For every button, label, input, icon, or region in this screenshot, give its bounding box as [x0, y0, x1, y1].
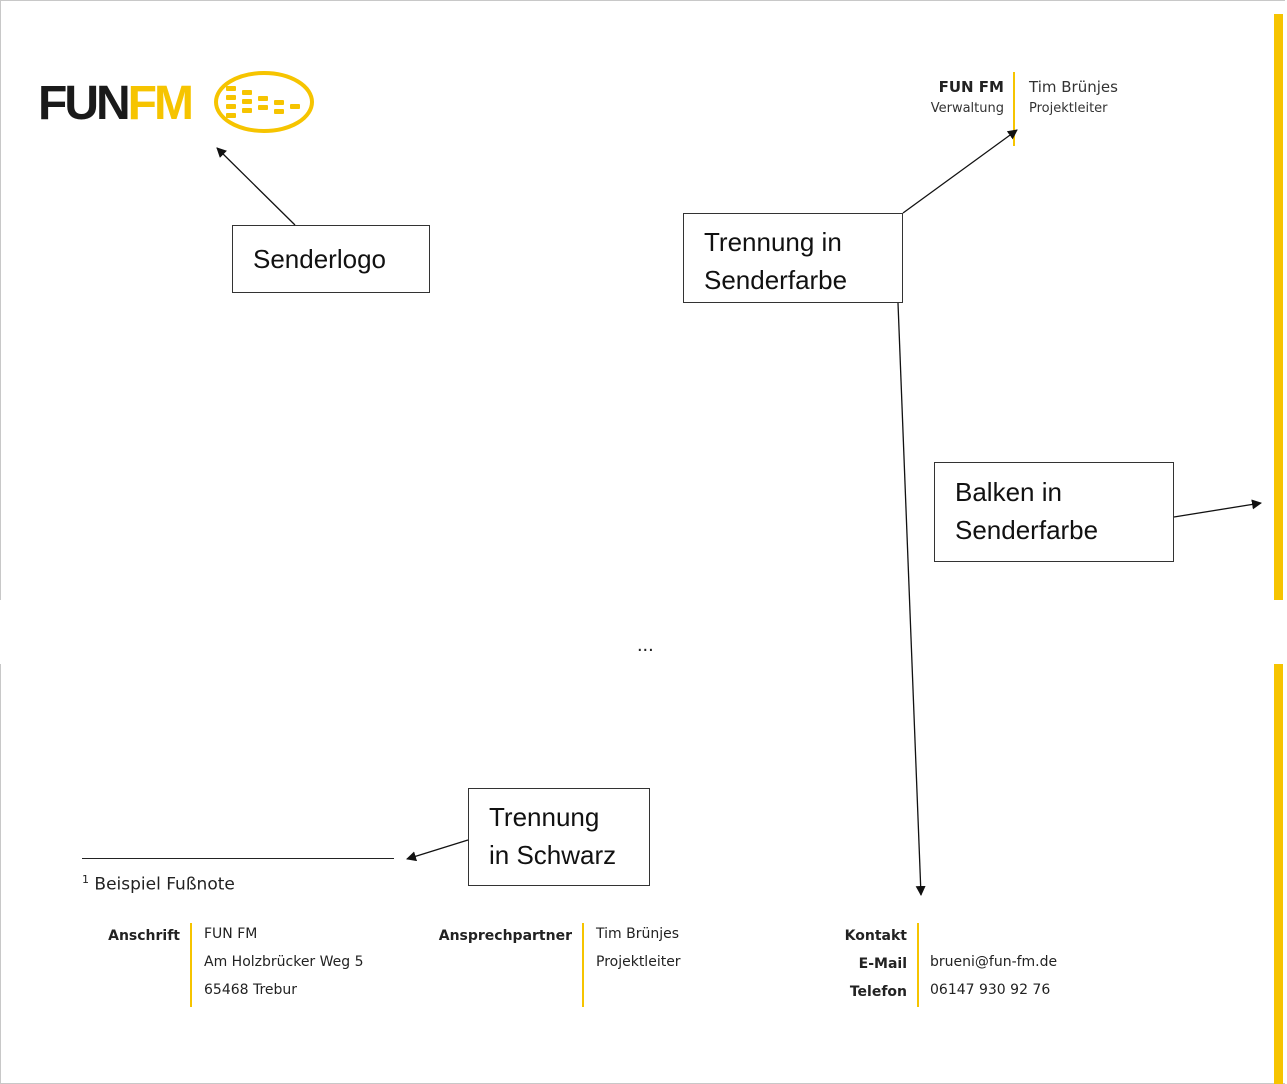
callout-black-line2: in Schwarz	[489, 840, 617, 870]
callout-separator-line1: Trennung in	[704, 227, 842, 257]
footer-contact-name: Tim Brünjes	[596, 926, 680, 942]
footer-contact-values: brueni@fun-fm.de 06147 930 92 76	[930, 948, 1057, 1004]
footer-address-label: Anschrift	[108, 928, 180, 944]
footer-contact-role: Projektleiter	[596, 954, 681, 970]
callout-separator-line2: Senderfarbe	[704, 265, 848, 295]
footer-email-label: E-Mail	[858, 956, 907, 972]
footer-address: FUN FM Am Holzbrücker Weg 5 65468 Trebur	[204, 920, 364, 1004]
page-section-top	[0, 0, 1285, 600]
callout-black-separator: Trennung in Schwarz	[468, 788, 650, 886]
callout-bar-line2: Senderfarbe	[955, 515, 1099, 545]
footnote-marker: 1	[82, 873, 89, 886]
callout-bar-line1: Balken in	[955, 477, 1062, 507]
header-name: Tim Brünjes	[1029, 78, 1118, 96]
footer-contact-person-label: Ansprechpartner	[438, 928, 572, 944]
header-station: FUN FM	[938, 78, 1004, 96]
footer-separator-address	[190, 923, 192, 1007]
arrow-to-brand-bar	[1173, 499, 1262, 518]
footer-separator-contact-person	[582, 923, 584, 1007]
arrow-to-footnote-rule	[406, 839, 469, 862]
footer-address-line3: 65468 Trebur	[204, 982, 298, 998]
callout-logo-text: Senderlogo	[253, 244, 386, 274]
callout-bar: Balken in Senderfarbe	[934, 462, 1174, 562]
footnote: 1 Beispiel Fußnote	[82, 873, 235, 895]
header-brand-separator	[1013, 72, 1015, 146]
footer-contact-labels: Kontakt E-Mail Telefon	[845, 922, 907, 1006]
header-role: Projektleiter	[1029, 101, 1108, 116]
arrow-to-header-separator	[902, 129, 1018, 214]
footer-email[interactable]: brueni@fun-fm.de	[930, 954, 1058, 970]
arrow-to-logo	[216, 147, 296, 226]
brand-color-bar-bottom	[1274, 664, 1283, 1084]
footnote-rule	[82, 858, 394, 859]
callout-black-line1: Trennung	[489, 802, 600, 832]
logo-fun-text: FUN	[38, 77, 131, 130]
arrow-to-footer-separator	[897, 302, 926, 896]
footer-phone: 06147 930 92 76	[930, 982, 1051, 998]
header-station-block: FUN FM Verwaltung	[931, 77, 1004, 119]
brand-color-bar-top	[1274, 14, 1283, 600]
logo-wordmark: FUNFM	[38, 77, 194, 130]
header-department: Verwaltung	[930, 101, 1004, 116]
footer-contact-person: Tim Brünjes Projektleiter	[596, 920, 681, 976]
page-break-ellipsis: ...	[637, 634, 654, 656]
footer-phone-label: Telefon	[849, 984, 907, 1000]
logo-waves-icon	[214, 71, 314, 133]
footer-contact-label: Kontakt	[844, 928, 907, 944]
logo-fm-text: FM	[127, 77, 194, 130]
callout-logo: Senderlogo	[232, 225, 430, 293]
callout-separator: Trennung in Senderfarbe	[683, 213, 903, 303]
footnote-text: Beispiel Fußnote	[94, 874, 235, 895]
footer-address-line2: Am Holzbrücker Weg 5	[204, 954, 364, 970]
footer-separator-contact	[917, 923, 919, 1007]
station-logo: FUNFM	[38, 66, 314, 136]
header-person-block: Tim Brünjes Projektleiter	[1029, 77, 1118, 119]
footer-address-line1: FUN FM	[204, 926, 258, 942]
